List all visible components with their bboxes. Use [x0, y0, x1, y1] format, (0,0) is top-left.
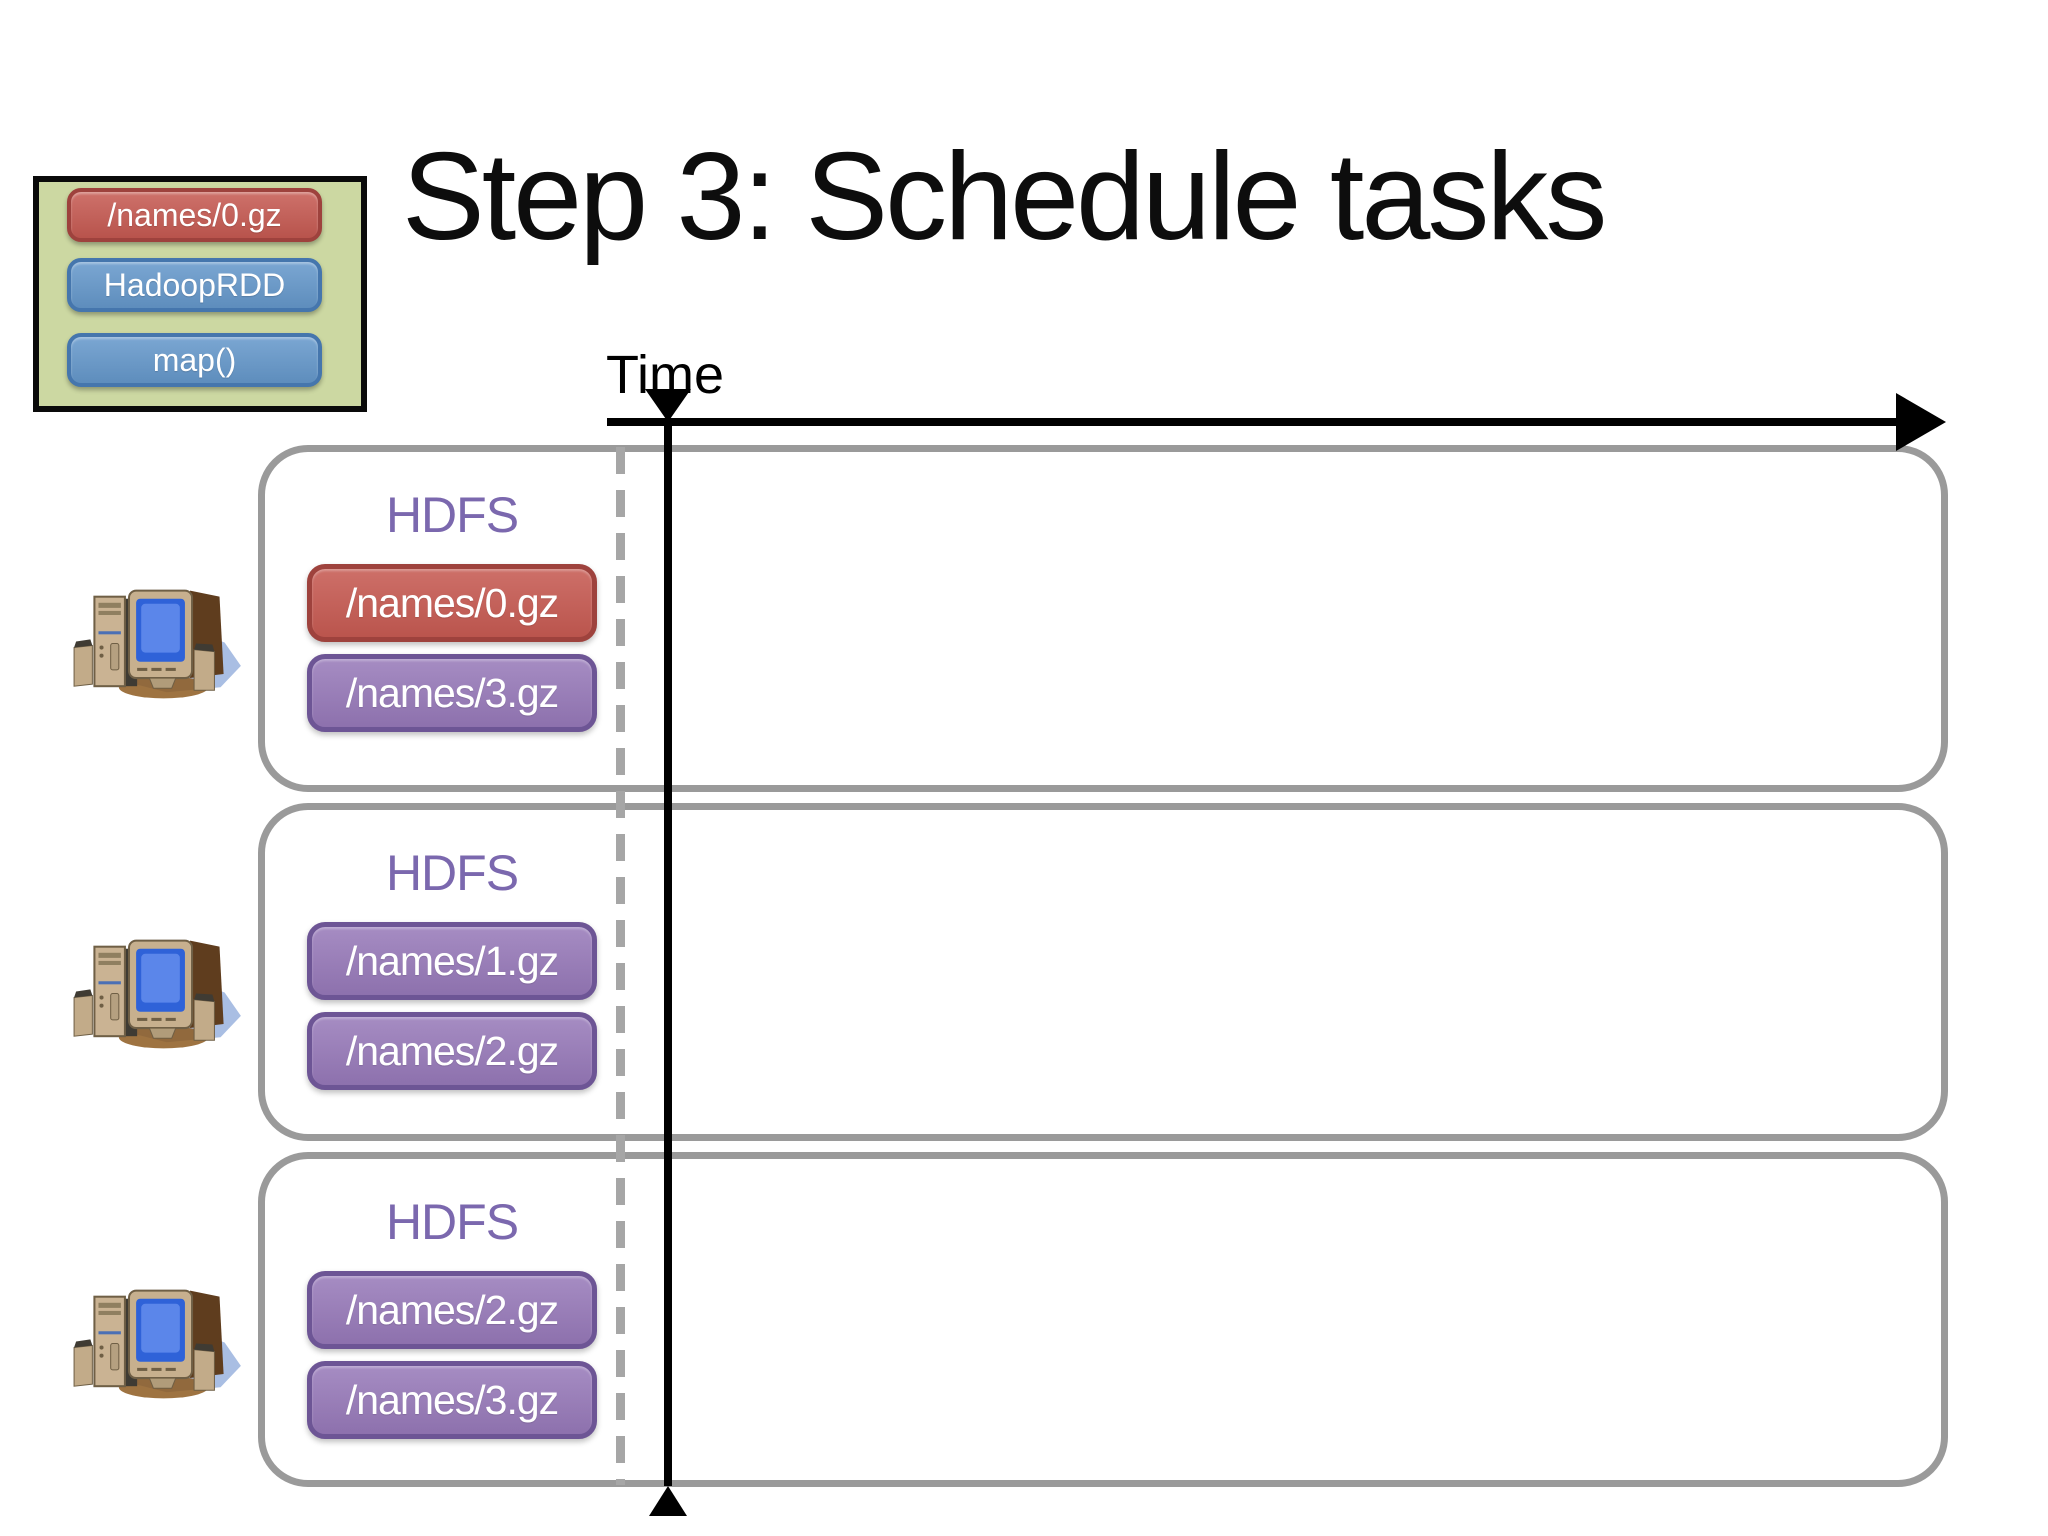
time-axis-arrowhead-icon: [1896, 393, 1946, 451]
worker-box: HDFS /names/0.gz/names/3.gz: [258, 445, 1948, 792]
legend-chip: HadoopRDD: [67, 258, 322, 312]
legend-chip: map(): [67, 333, 322, 387]
file-chip: /names/1.gz: [307, 922, 597, 1000]
time-cursor-bottom-marker-icon: [649, 1486, 687, 1516]
time-cursor-top-marker-icon: [645, 389, 691, 422]
page-title: Step 3: Schedule tasks: [402, 128, 1607, 266]
legend-chip: /names/0.gz: [67, 188, 322, 242]
file-chip: /names/3.gz: [307, 654, 597, 732]
time-cursor-line: [664, 420, 672, 1486]
computer-icon: [70, 586, 248, 704]
computer-icon: [70, 936, 248, 1054]
computer-icon: [70, 1286, 248, 1404]
hdfs-label: HDFS: [385, 845, 519, 901]
hdfs-label: HDFS: [385, 1194, 519, 1250]
file-chip: /names/2.gz: [307, 1012, 597, 1090]
file-chip: /names/2.gz: [307, 1271, 597, 1349]
worker-box: HDFS /names/2.gz/names/3.gz: [258, 1152, 1948, 1487]
hdfs-label: HDFS: [385, 487, 519, 543]
dashed-guide-line: [616, 447, 625, 1485]
file-chip: /names/3.gz: [307, 1361, 597, 1439]
time-axis-line: [607, 418, 1903, 426]
worker-box: HDFS /names/1.gz/names/2.gz: [258, 803, 1948, 1141]
file-chip: /names/0.gz: [307, 564, 597, 642]
